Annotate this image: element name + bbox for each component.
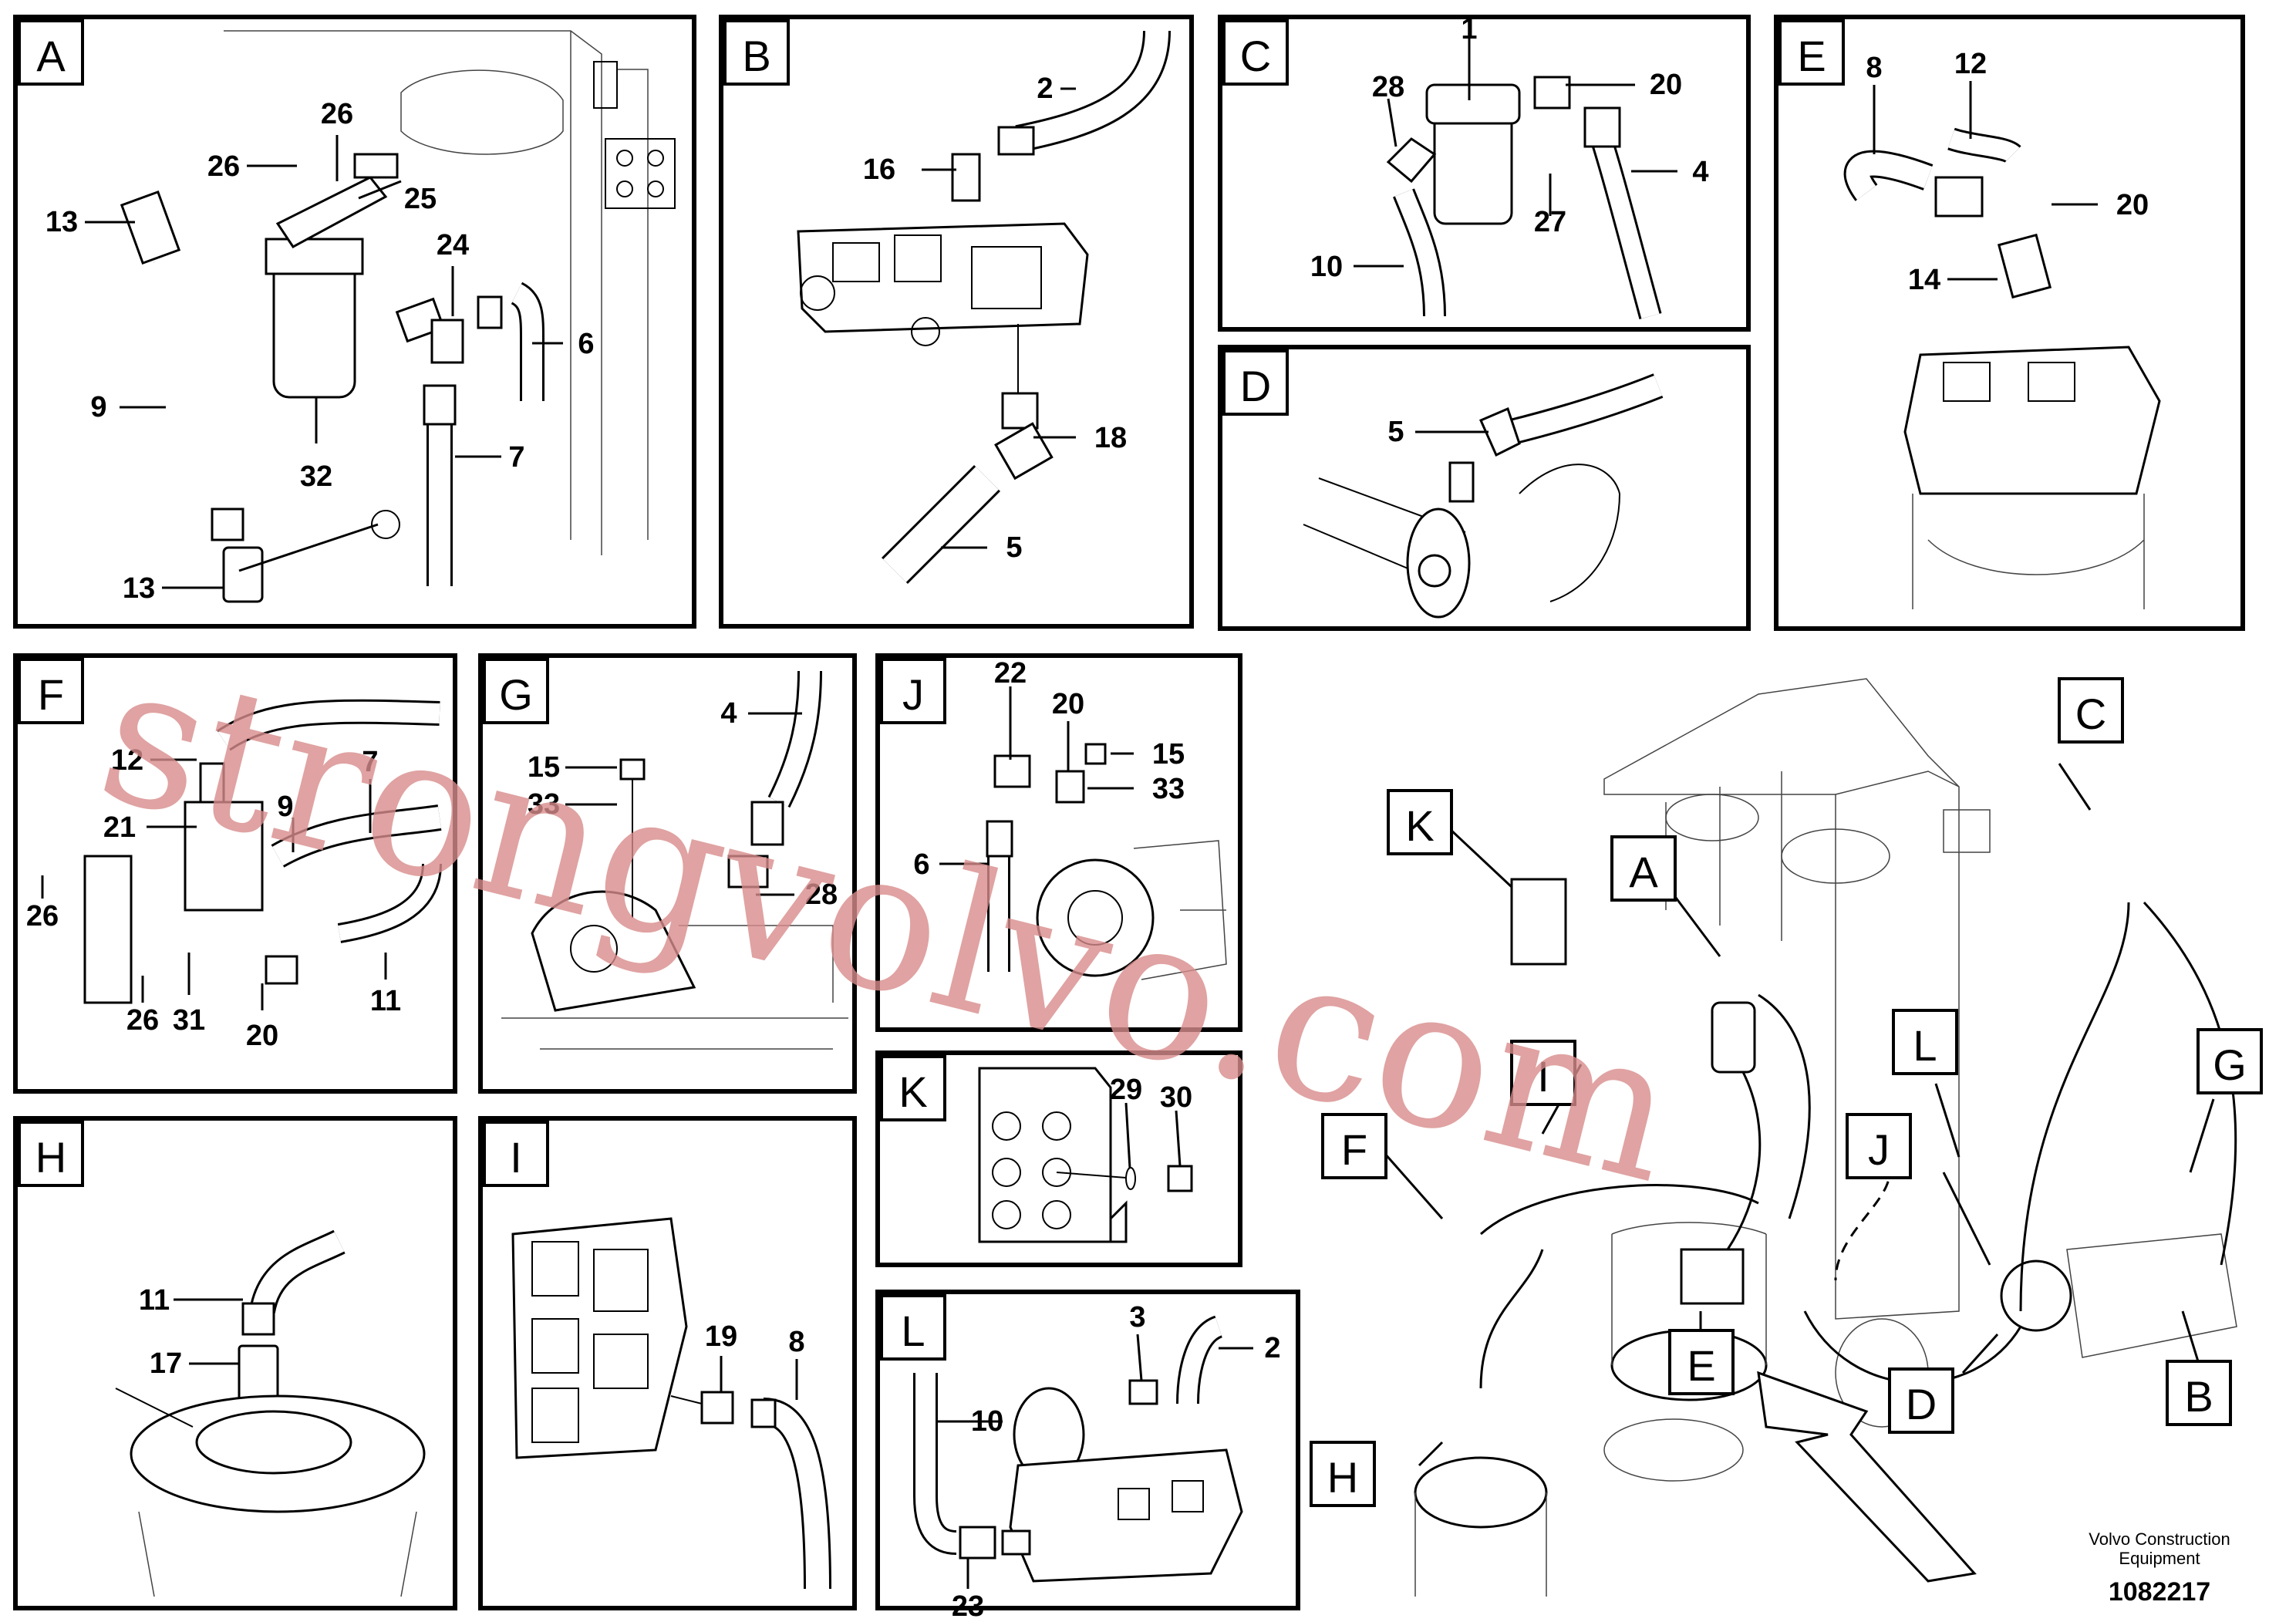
callout-e-8: 8 bbox=[1866, 52, 1882, 84]
callout-c-20: 20 bbox=[1650, 69, 1682, 101]
callout-f-7: 7 bbox=[362, 746, 378, 778]
panel-a: A bbox=[13, 15, 696, 629]
panel-e: E 8 12 20 14 bbox=[1774, 15, 2245, 631]
callout-c-28: 28 bbox=[1372, 71, 1404, 103]
callout-a-26b: 26 bbox=[321, 98, 353, 130]
panel-l: L 3 2 10 23 bbox=[875, 1290, 1300, 1622]
callout-l-2: 2 bbox=[1264, 1332, 1280, 1364]
callout-b-5: 5 bbox=[1006, 531, 1022, 564]
callout-f-21: 21 bbox=[103, 811, 136, 844]
callout-f-11: 11 bbox=[370, 985, 401, 1017]
callout-f-31: 31 bbox=[173, 1004, 205, 1037]
overview-marker-l: L bbox=[1913, 1021, 1937, 1070]
panel-d: D 5 bbox=[1218, 345, 1751, 631]
panel-f-letter: F bbox=[38, 670, 64, 719]
callout-a-13a: 13 bbox=[46, 206, 78, 238]
callout-f-12: 12 bbox=[111, 744, 143, 777]
overview-marker-k: K bbox=[1405, 801, 1434, 850]
callout-f-26a: 26 bbox=[26, 900, 59, 932]
callout-f-20: 20 bbox=[246, 1020, 278, 1052]
callout-h-17: 17 bbox=[150, 1347, 182, 1380]
callout-c-10: 10 bbox=[1310, 251, 1343, 283]
overview-marker-a: A bbox=[1629, 848, 1658, 896]
callout-g-28: 28 bbox=[805, 878, 838, 911]
callout-j-6: 6 bbox=[913, 848, 929, 881]
panel-e-letter: E bbox=[1797, 32, 1826, 80]
panel-l-letter: L bbox=[901, 1307, 925, 1355]
callout-c-1: 1 bbox=[1461, 13, 1477, 46]
panel-b: B 2 16 18 5 bbox=[719, 15, 1194, 629]
callout-j-15: 15 bbox=[1152, 738, 1185, 771]
panel-b-letter: B bbox=[742, 32, 770, 80]
callout-i-19: 19 bbox=[705, 1320, 737, 1353]
callout-a-9: 9 bbox=[90, 391, 106, 423]
callout-a-26a: 26 bbox=[207, 150, 240, 183]
panel-j: J 22 20 15 33 6 bbox=[875, 653, 1242, 1032]
callout-b-16: 16 bbox=[863, 153, 895, 186]
callout-a-25: 25 bbox=[404, 183, 437, 215]
callout-l-3: 3 bbox=[1129, 1301, 1145, 1334]
overview-marker-j: J bbox=[1868, 1125, 1890, 1174]
callout-c-4: 4 bbox=[1692, 156, 1708, 188]
brand-line-1: Volvo Construction bbox=[2089, 1529, 2230, 1549]
callout-c-27: 27 bbox=[1534, 206, 1566, 238]
brand-line-2: Equipment bbox=[2119, 1549, 2200, 1568]
callout-j-33: 33 bbox=[1152, 773, 1185, 805]
callout-l-23: 23 bbox=[952, 1590, 984, 1622]
callout-g-4: 4 bbox=[720, 697, 737, 730]
overview-marker-e: E bbox=[1687, 1341, 1715, 1390]
overview-drawing: K A I F H E C L G J D B bbox=[1310, 677, 2263, 1597]
doc-number: 1082217 bbox=[2109, 1577, 2210, 1607]
callout-a-32: 32 bbox=[300, 460, 332, 493]
callout-k-29: 29 bbox=[1110, 1074, 1142, 1106]
callout-j-22: 22 bbox=[994, 657, 1027, 690]
callout-a-13b: 13 bbox=[123, 572, 155, 605]
callout-f-26b: 26 bbox=[126, 1004, 159, 1037]
overview-marker-d: D bbox=[1906, 1380, 1937, 1428]
panel-a-letter: A bbox=[36, 32, 66, 80]
overview-marker-g: G bbox=[2213, 1040, 2247, 1089]
overview-marker-c: C bbox=[2075, 690, 2106, 738]
callout-j-20: 20 bbox=[1052, 688, 1084, 720]
callout-e-14: 14 bbox=[1908, 264, 1940, 296]
callout-e-20: 20 bbox=[2116, 189, 2149, 221]
callout-a-7: 7 bbox=[508, 441, 524, 474]
panel-c: C 1 28 20 4 27 10 bbox=[1218, 13, 1751, 332]
callout-a-24: 24 bbox=[437, 229, 469, 261]
callout-g-15: 15 bbox=[528, 751, 560, 784]
panel-k-letter: K bbox=[899, 1067, 927, 1116]
callout-g-33: 33 bbox=[528, 788, 560, 821]
panel-k: K 29 30 bbox=[875, 1050, 1242, 1267]
panel-i-letter: I bbox=[510, 1133, 522, 1182]
panel-f: F 12 21 9 7 26 26 31 20 11 bbox=[13, 653, 457, 1094]
callout-b-2: 2 bbox=[1037, 73, 1053, 105]
panel-j-letter: J bbox=[902, 670, 924, 719]
overview-marker-h: H bbox=[1327, 1453, 1358, 1502]
callout-e-12: 12 bbox=[1954, 48, 1987, 80]
callout-i-8: 8 bbox=[788, 1326, 804, 1358]
callout-a-6: 6 bbox=[578, 328, 594, 360]
overview-marker-b: B bbox=[2184, 1372, 2213, 1421]
callout-f-9: 9 bbox=[277, 791, 293, 823]
panel-i: I 19 8 bbox=[478, 1116, 857, 1610]
callout-l-10: 10 bbox=[971, 1405, 1003, 1438]
callout-d-5: 5 bbox=[1387, 416, 1404, 448]
panel-g-letter: G bbox=[499, 670, 533, 719]
panel-g: G 4 15 33 28 bbox=[478, 653, 857, 1094]
panel-d-letter: D bbox=[1240, 362, 1271, 410]
overview-marker-f: F bbox=[1341, 1125, 1367, 1174]
panel-h-letter: H bbox=[35, 1133, 66, 1182]
panel-h: H 11 17 bbox=[13, 1116, 457, 1610]
callout-k-30: 30 bbox=[1160, 1081, 1192, 1114]
callout-h-11: 11 bbox=[139, 1284, 170, 1317]
callout-b-18: 18 bbox=[1094, 422, 1127, 454]
overview-marker-i: I bbox=[1537, 1052, 1549, 1101]
panel-c-letter: C bbox=[1240, 32, 1271, 80]
